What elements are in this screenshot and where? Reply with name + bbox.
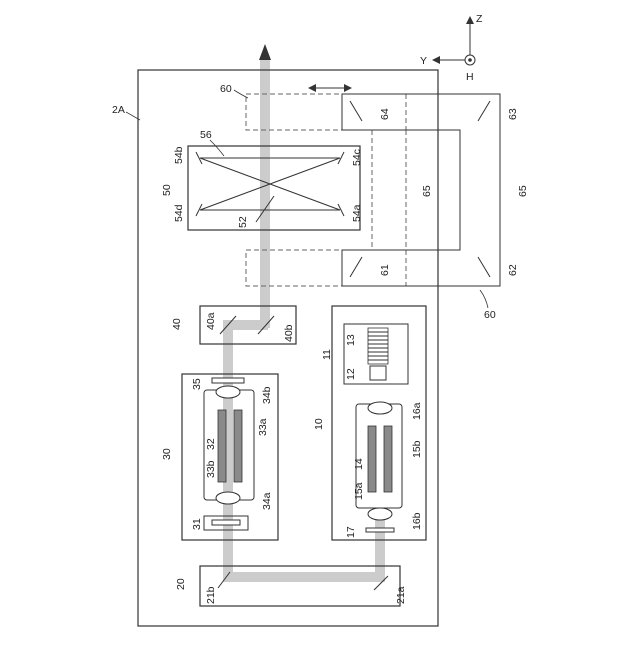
mirror-62 (478, 257, 490, 277)
label-15b: 15b (411, 440, 423, 458)
axis-z-label: Z (476, 13, 483, 25)
label-10: 10 (313, 418, 325, 430)
label-54c: 54c (351, 149, 363, 166)
label-63: 63 (507, 108, 519, 120)
label-52: 52 (237, 216, 249, 228)
z-axis-arrow-icon (466, 16, 474, 24)
label-40: 40 (171, 318, 183, 330)
label-40a: 40a (205, 312, 217, 330)
label-20: 20 (175, 578, 187, 590)
prism-12 (370, 366, 386, 380)
label-16a: 16a (411, 402, 423, 420)
mirror-63 (478, 101, 490, 121)
label-14: 14 (353, 458, 365, 470)
mirror-64 (350, 101, 362, 121)
beam-output-vertical (260, 60, 270, 328)
y-axis-arrow-icon (432, 56, 440, 64)
axis-h-label: H (466, 71, 474, 83)
h-axis-dot-icon (468, 58, 472, 62)
label-65a: 65 (421, 185, 433, 197)
mirror-61 (350, 257, 362, 277)
output-arrow-icon (259, 44, 271, 60)
label-60-bottom: 60 (484, 309, 496, 321)
movement-arrow-right-icon (344, 84, 352, 92)
label-30: 30 (161, 448, 173, 460)
leader-56 (210, 140, 224, 156)
element-31 (212, 520, 240, 525)
label-60-top: 60 (220, 83, 232, 95)
label-34a: 34a (261, 492, 273, 510)
label-54d: 54d (173, 204, 185, 222)
unit-30: 35 34b 32 33a 33b 34a 31 30 (161, 374, 278, 540)
label-11: 11 (321, 349, 333, 360)
label-15a: 15a (353, 482, 365, 500)
movement-arrow-left-icon (308, 84, 316, 92)
label-17: 17 (345, 526, 357, 538)
window-16a (368, 402, 392, 414)
label-62: 62 (507, 264, 519, 276)
label-12: 12 (345, 368, 357, 380)
unit-10: 12 13 11 16a 15b 14 15a 16b 17 10 (313, 306, 426, 540)
label-54b: 54b (173, 146, 185, 164)
label-35: 35 (191, 378, 203, 390)
grating-13 (368, 328, 388, 364)
axis-y-label: Y (420, 55, 427, 67)
leader-60-bottom (480, 290, 488, 308)
label-34b: 34b (261, 386, 273, 404)
window-34a (216, 492, 240, 504)
label-31: 31 (191, 518, 203, 530)
electrode-15a (368, 426, 376, 492)
axis-indicator: Z Y H (420, 13, 483, 83)
laser-beam-path (223, 44, 385, 582)
electrode-15b (384, 426, 392, 492)
movement-arrow (308, 84, 352, 92)
electrode-33b (218, 410, 226, 482)
element-35 (212, 378, 244, 383)
electrode-33a (234, 410, 242, 482)
label-32: 32 (205, 438, 217, 450)
label-64: 64 (379, 108, 391, 120)
box-50 (188, 146, 360, 230)
label-65b: 65 (517, 185, 529, 197)
label-40b: 40b (283, 324, 295, 342)
label-54a: 54a (351, 204, 363, 222)
label-56: 56 (200, 129, 212, 141)
label-33b: 33b (205, 460, 217, 478)
label-61: 61 (379, 264, 391, 276)
label-16b: 16b (411, 512, 423, 530)
label-13: 13 (345, 334, 357, 346)
label-21a: 21a (395, 586, 407, 604)
label-33a: 33a (257, 418, 269, 436)
label-50: 50 (161, 184, 173, 196)
beam-right-lower (375, 518, 385, 580)
window-34b (216, 386, 240, 398)
element-17 (366, 528, 394, 532)
label-2A: 2A (112, 104, 125, 116)
label-21b: 21b (205, 586, 217, 604)
leader-60-top (234, 90, 248, 98)
window-16b (368, 508, 392, 520)
beam-bottom-horizontal (223, 572, 385, 582)
